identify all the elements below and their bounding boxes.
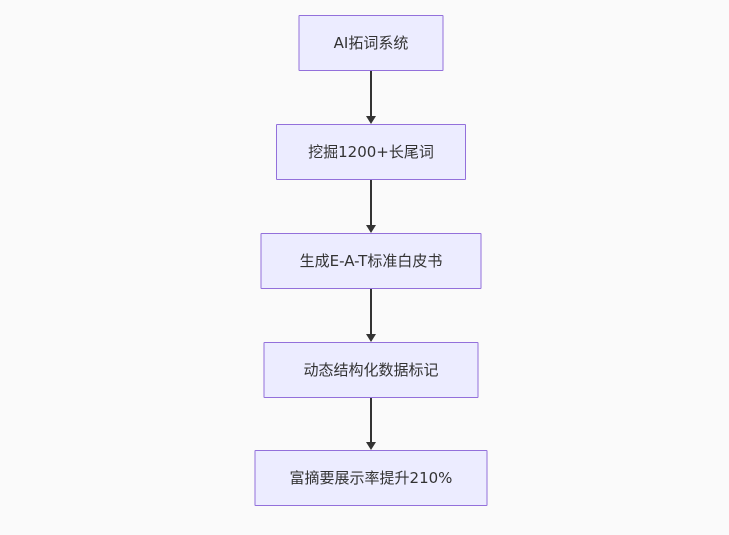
flow-node-structured-data: 动态结构化数据标记 bbox=[263, 342, 479, 398]
arrow-head-down-icon bbox=[366, 116, 376, 124]
flow-node-eat-whitepaper: 生成E-A-T标准白皮书 bbox=[260, 233, 482, 289]
flow-node-rich-snippet-result: 富摘要展示率提升210% bbox=[254, 450, 488, 506]
flow-node-label: 富摘要展示率提升210% bbox=[289, 468, 453, 487]
flow-node-ai-word-system: AI拓词系统 bbox=[298, 15, 444, 71]
arrow-line bbox=[370, 398, 372, 442]
arrow-line bbox=[370, 180, 372, 225]
flow-node-longtail-keywords: 挖掘1200+长尾词 bbox=[276, 124, 466, 180]
flow-node-label: 动态结构化数据标记 bbox=[303, 360, 439, 379]
flow-arrow-b-c bbox=[365, 180, 377, 233]
flow-node-label: 挖掘1200+长尾词 bbox=[308, 142, 434, 161]
arrow-head-down-icon bbox=[366, 442, 376, 450]
arrow-head-down-icon bbox=[366, 334, 376, 342]
arrow-head-down-icon bbox=[366, 225, 376, 233]
arrow-line bbox=[370, 289, 372, 334]
flow-node-label: AI拓词系统 bbox=[333, 33, 409, 52]
flow-arrow-a-b bbox=[365, 71, 377, 124]
flow-arrow-c-d bbox=[365, 289, 377, 342]
arrow-line bbox=[370, 71, 372, 116]
flow-node-label: 生成E-A-T标准白皮书 bbox=[299, 251, 443, 270]
flow-arrow-d-e bbox=[365, 398, 377, 450]
